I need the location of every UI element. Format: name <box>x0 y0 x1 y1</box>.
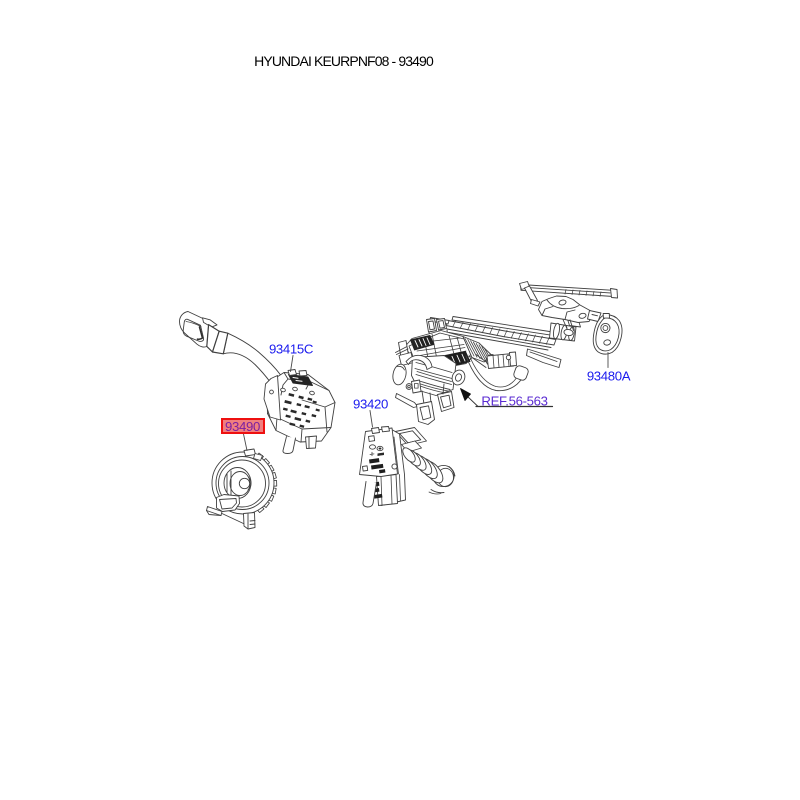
svg-text:HYUNDAI KEURPNF08 - 93490: HYUNDAI KEURPNF08 - 93490 <box>254 53 434 69</box>
svg-text:93490: 93490 <box>225 419 260 434</box>
svg-text:93415C: 93415C <box>269 342 314 357</box>
svg-text:REF.56-563: REF.56-563 <box>481 394 547 409</box>
svg-text:93480A: 93480A <box>587 369 631 384</box>
svg-text:93420: 93420 <box>353 397 388 412</box>
